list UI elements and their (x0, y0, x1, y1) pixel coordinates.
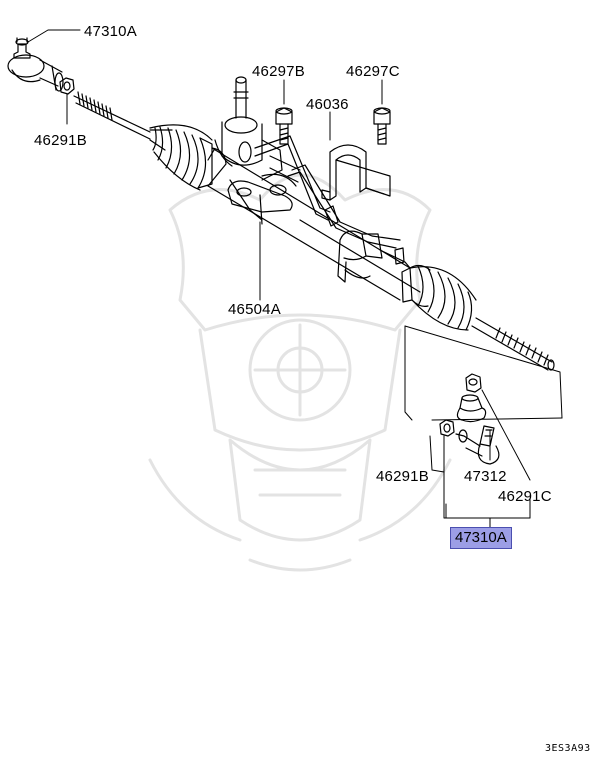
rack-housing (207, 147, 421, 301)
label-46036: 46036 (306, 96, 349, 113)
label-47310A-highlight[interactable]: 47310A (450, 527, 512, 549)
bracket-part (321, 144, 391, 201)
label-46504A: 46504A (228, 301, 281, 318)
pinion-housing (207, 76, 301, 183)
nut-c-part (465, 373, 482, 393)
inner-tie-rod-left (73, 91, 151, 140)
mounting-ear (227, 173, 297, 213)
tie-rod-end-right (455, 425, 500, 465)
boot-left (149, 124, 213, 191)
nut-right-part (439, 419, 455, 437)
nut-left-part (59, 77, 75, 95)
label-46291B-left: 46291B (34, 132, 87, 149)
leader-lines (27, 29, 531, 529)
tie-rod-end-left (7, 37, 64, 92)
label-46291B-right: 46291B (376, 468, 429, 485)
label-46297C: 46297C (346, 63, 400, 80)
label-47310A-top: 47310A (84, 23, 137, 40)
label-46291C: 46291C (498, 488, 552, 505)
boot-right (401, 264, 477, 331)
watermark-emblem (148, 173, 452, 572)
bolt-b-part (275, 107, 293, 145)
diagram-code: 3ES3A93 (545, 743, 591, 754)
hydraulic-lines (254, 135, 405, 265)
boot-kit-part (456, 394, 487, 423)
label-46297B: 46297B (252, 63, 305, 80)
label-47312: 47312 (464, 468, 507, 485)
exploded-guide-lines (404, 325, 563, 421)
bolt-c-part (373, 107, 391, 145)
inner-tie-rod-right (471, 317, 555, 371)
bracket-installed (337, 230, 383, 283)
